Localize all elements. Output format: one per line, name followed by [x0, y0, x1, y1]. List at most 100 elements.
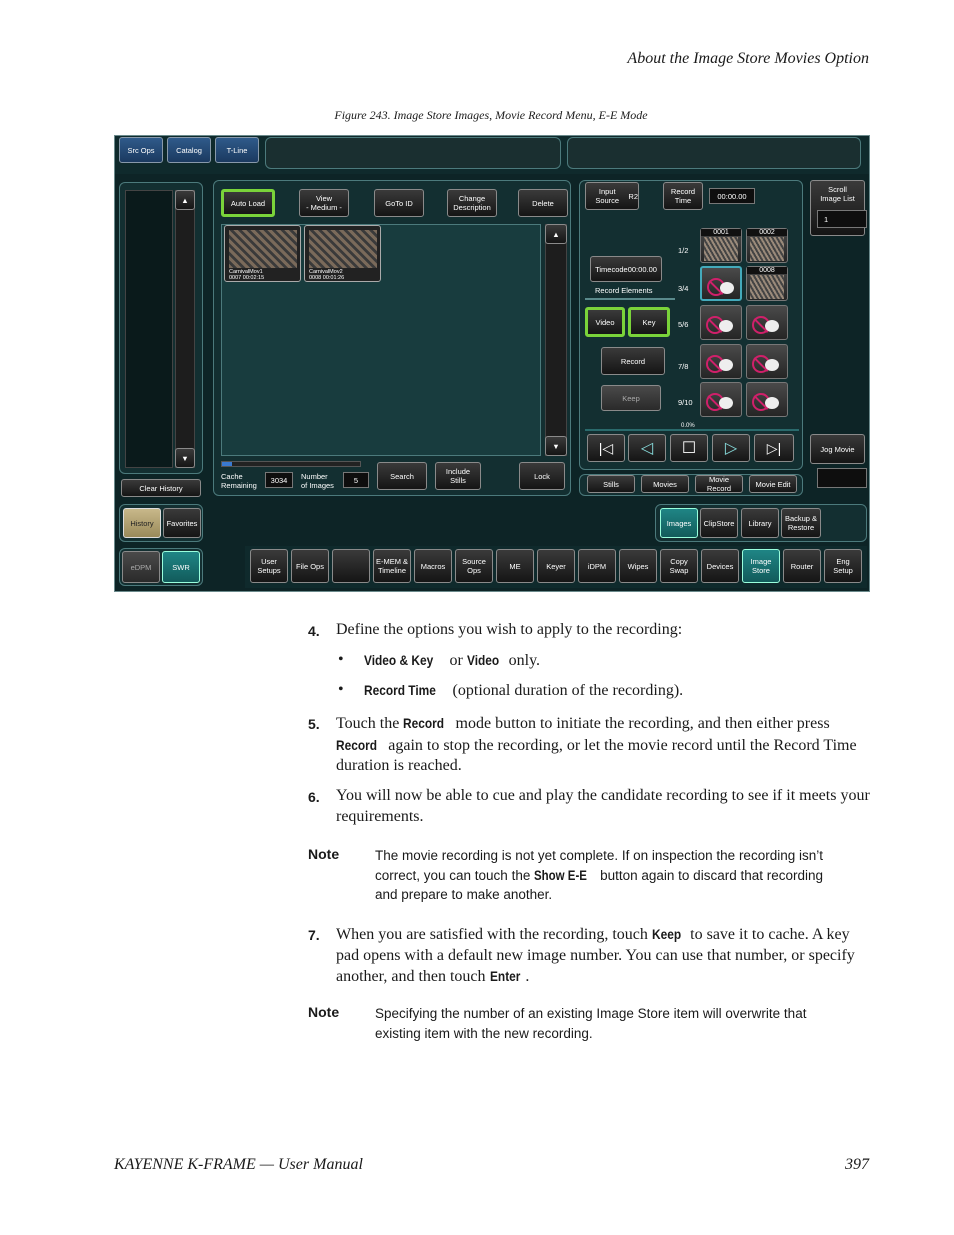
- video-button[interactable]: Video: [585, 307, 625, 337]
- tab-library[interactable]: Library: [741, 508, 779, 538]
- note-text: The movie recording is not yet complete.…: [375, 848, 823, 883]
- tab-movies[interactable]: Movies: [641, 475, 689, 493]
- key-button[interactable]: Key: [628, 307, 670, 337]
- nav-user-setups[interactable]: User Setups: [250, 549, 288, 583]
- swr-button[interactable]: SWR: [162, 551, 200, 583]
- tab-clipstore[interactable]: ClipStore: [700, 508, 738, 538]
- slot-empty-selected[interactable]: [700, 266, 742, 301]
- slot-empty[interactable]: [746, 305, 788, 340]
- go-to-start-icon[interactable]: |◁: [587, 434, 625, 462]
- camera-icon: [719, 359, 733, 371]
- slot-number: 0008: [747, 267, 787, 274]
- delete-button[interactable]: Delete: [518, 189, 568, 217]
- nav-wipes[interactable]: Wipes: [619, 549, 657, 583]
- step-text: mode button to initiate the recording, a…: [451, 715, 830, 732]
- lock-button[interactable]: Lock: [519, 462, 565, 490]
- nav-router[interactable]: Router: [783, 549, 821, 583]
- tab-movie-edit[interactable]: Movie Edit: [749, 475, 797, 493]
- scroll-up-icon[interactable]: ▲: [545, 224, 567, 244]
- view-medium-button[interactable]: View - Medium -: [299, 189, 349, 217]
- nav-image-store[interactable]: Image Store: [742, 549, 780, 583]
- cache-remaining-value: 3034: [265, 472, 293, 488]
- step-6: 6. You will now be able to cue and play …: [308, 786, 870, 827]
- nav-macros[interactable]: Macros: [414, 549, 452, 583]
- favorites-button[interactable]: Favorites: [163, 508, 201, 538]
- slot-empty[interactable]: [700, 305, 742, 340]
- row-label: 3/4: [678, 284, 689, 293]
- scroll-image-list-field[interactable]: 1: [817, 210, 867, 228]
- progress-bar: [585, 429, 799, 431]
- record-button[interactable]: Record: [601, 347, 665, 375]
- nav-eng-setup[interactable]: Eng Setup: [824, 549, 862, 583]
- nav-file-ops[interactable]: File Ops: [291, 549, 329, 583]
- history-button[interactable]: History: [123, 508, 161, 538]
- play-icon[interactable]: ▷: [712, 434, 750, 462]
- scroll-down-icon[interactable]: ▼: [545, 436, 567, 456]
- include-stills-button[interactable]: Include Stills: [435, 462, 481, 490]
- camera-icon: [720, 282, 734, 294]
- scroll-image-list-label: Scroll Image List: [820, 185, 855, 203]
- goto-id-button[interactable]: GoTo ID: [374, 189, 424, 217]
- clear-history-button[interactable]: Clear History: [121, 479, 201, 497]
- step-text: You will now be able to cue and play the…: [336, 787, 870, 825]
- slot-empty[interactable]: [746, 382, 788, 417]
- slot-image: [750, 237, 784, 261]
- keep-button[interactable]: Keep: [601, 385, 661, 411]
- ui-screenshot: Src Ops Catalog T-Line ▲ ▼ Clear History…: [114, 135, 870, 592]
- input-source-value: R2: [628, 191, 638, 201]
- slot-number: 0002: [747, 229, 787, 236]
- nav-devices[interactable]: Devices: [701, 549, 739, 583]
- image-grid-scrollbar[interactable]: [545, 224, 567, 456]
- page-number: 397: [845, 1156, 869, 1173]
- camera-icon: [765, 397, 779, 409]
- step-number: 5.: [308, 716, 320, 732]
- thumbnail-image: [309, 230, 377, 268]
- scroll-down-icon[interactable]: ▼: [175, 448, 195, 468]
- step-number: 4.: [308, 623, 320, 639]
- slot-0001[interactable]: 0001: [700, 228, 742, 263]
- record-tabs-panel: [579, 474, 803, 496]
- tab-backup-restore[interactable]: Backup & Restore: [781, 508, 821, 538]
- nav-idpm[interactable]: iDPM: [578, 549, 616, 583]
- tab-t-line[interactable]: T-Line: [215, 137, 259, 163]
- slot-0008[interactable]: 0008: [746, 266, 788, 301]
- tab-catalog[interactable]: Catalog: [167, 137, 211, 163]
- nav-empty[interactable]: [332, 549, 370, 583]
- scroll-up-icon[interactable]: ▲: [175, 190, 195, 210]
- tab-stills[interactable]: Stills: [587, 475, 635, 493]
- slot-empty[interactable]: [700, 344, 742, 379]
- history-scrollbar[interactable]: [175, 190, 195, 468]
- note-text: button again to discard that recording a…: [375, 867, 824, 903]
- nav-me[interactable]: ME: [496, 549, 534, 583]
- tab-images[interactable]: Images: [660, 508, 698, 538]
- search-button[interactable]: Search: [377, 462, 427, 490]
- nav-keyer[interactable]: Keyer: [537, 549, 575, 583]
- change-description-button[interactable]: Change Description: [447, 189, 497, 217]
- tab-movie-record[interactable]: Movie Record: [695, 475, 743, 493]
- go-to-end-icon[interactable]: ▷|: [754, 434, 794, 462]
- thumb-caption: CarnivalMov2 0008 00:01:26: [309, 269, 345, 281]
- image-thumb[interactable]: CarnivalMov2 0008 00:01:26: [304, 225, 381, 282]
- bullet-text: (optional duration of the recording).: [448, 682, 684, 699]
- nav-source-ops[interactable]: Source Ops: [455, 549, 493, 583]
- jog-movie-button[interactable]: Jog Movie: [810, 434, 865, 464]
- record-time-button[interactable]: Record Time: [663, 182, 703, 210]
- nav-emem-timeline[interactable]: E-MEM & Timeline: [373, 549, 411, 583]
- jog-movie-field[interactable]: [817, 468, 867, 488]
- image-thumb[interactable]: CarnivalMov1 0007 00:02:15: [224, 225, 301, 282]
- slot-empty[interactable]: [700, 382, 742, 417]
- stop-icon[interactable]: ☐: [670, 434, 708, 462]
- bullet-icon: •: [338, 681, 344, 698]
- tab-src-ops[interactable]: Src Ops: [119, 137, 163, 163]
- top-empty-panel: [265, 137, 561, 169]
- bullet-icon: •: [338, 651, 344, 668]
- auto-load-button[interactable]: Auto Load: [221, 189, 275, 217]
- slot-empty[interactable]: [746, 344, 788, 379]
- play-reverse-icon[interactable]: ◁: [628, 434, 666, 462]
- nav-copy-swap[interactable]: Copy Swap: [660, 549, 698, 583]
- bullet-text: or: [445, 652, 467, 669]
- step-number: 6.: [308, 789, 320, 805]
- slot-0002[interactable]: 0002: [746, 228, 788, 263]
- edpm-button[interactable]: eDPM: [122, 551, 160, 583]
